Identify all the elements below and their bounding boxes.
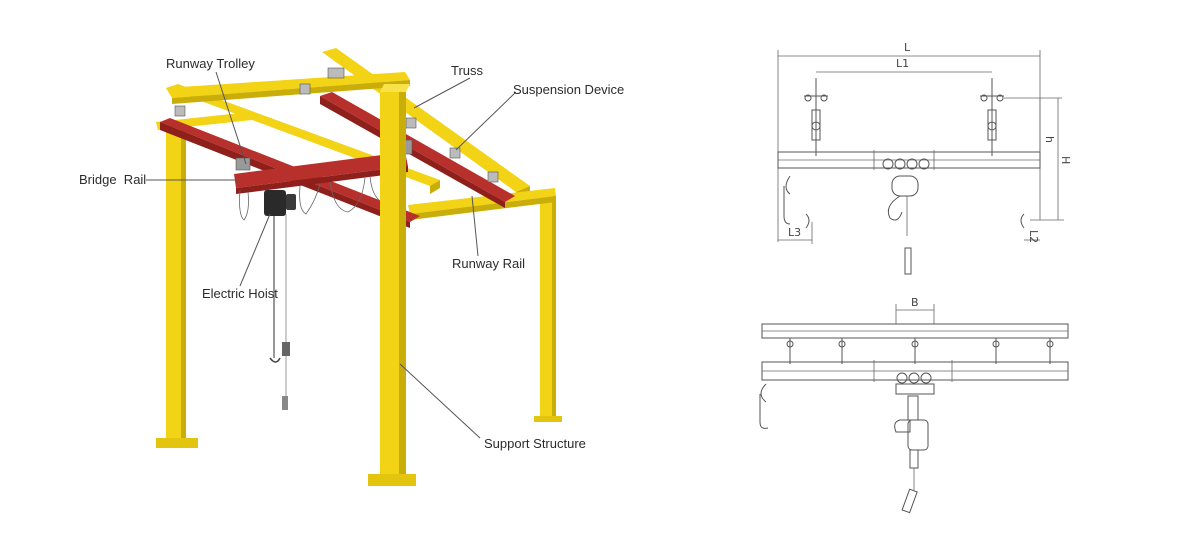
dim-L1: L1 xyxy=(896,57,909,70)
label-runway-trolley: Runway Trolley xyxy=(166,56,255,71)
dim-L: L xyxy=(904,41,911,54)
callout-leaders xyxy=(146,71,517,439)
front-elevation-drawing: L L1 h H xyxy=(777,41,1072,275)
support-post-back-right xyxy=(534,195,562,422)
label-truss: Truss xyxy=(451,63,484,78)
label-bridge-rail: Bridge Rail xyxy=(79,172,146,187)
support-post-front-right xyxy=(368,84,416,486)
hoist-elevation xyxy=(882,158,930,275)
label-runway-rail: Runway Rail xyxy=(452,256,525,271)
dim-H: H xyxy=(1059,156,1072,164)
crane-illustration: Runway Trolley Truss Suspension Device B… xyxy=(79,48,624,486)
dim-L3: L3 xyxy=(788,226,801,239)
label-electric-hoist: Electric Hoist xyxy=(202,286,278,301)
dim-L2: L2 xyxy=(1027,230,1040,243)
right-suspension xyxy=(980,78,1004,156)
side-elevation-drawing: B xyxy=(759,296,1069,514)
support-post-back-left xyxy=(156,130,198,448)
dim-h: h xyxy=(1043,136,1056,143)
label-support-structure: Support Structure xyxy=(484,436,586,451)
label-suspension-device: Suspension Device xyxy=(513,82,624,97)
side-hangers xyxy=(786,338,1054,364)
electric-hoist xyxy=(264,190,296,410)
left-suspension xyxy=(804,78,828,156)
bridge-rail xyxy=(234,152,408,194)
dim-B: B xyxy=(911,296,919,309)
